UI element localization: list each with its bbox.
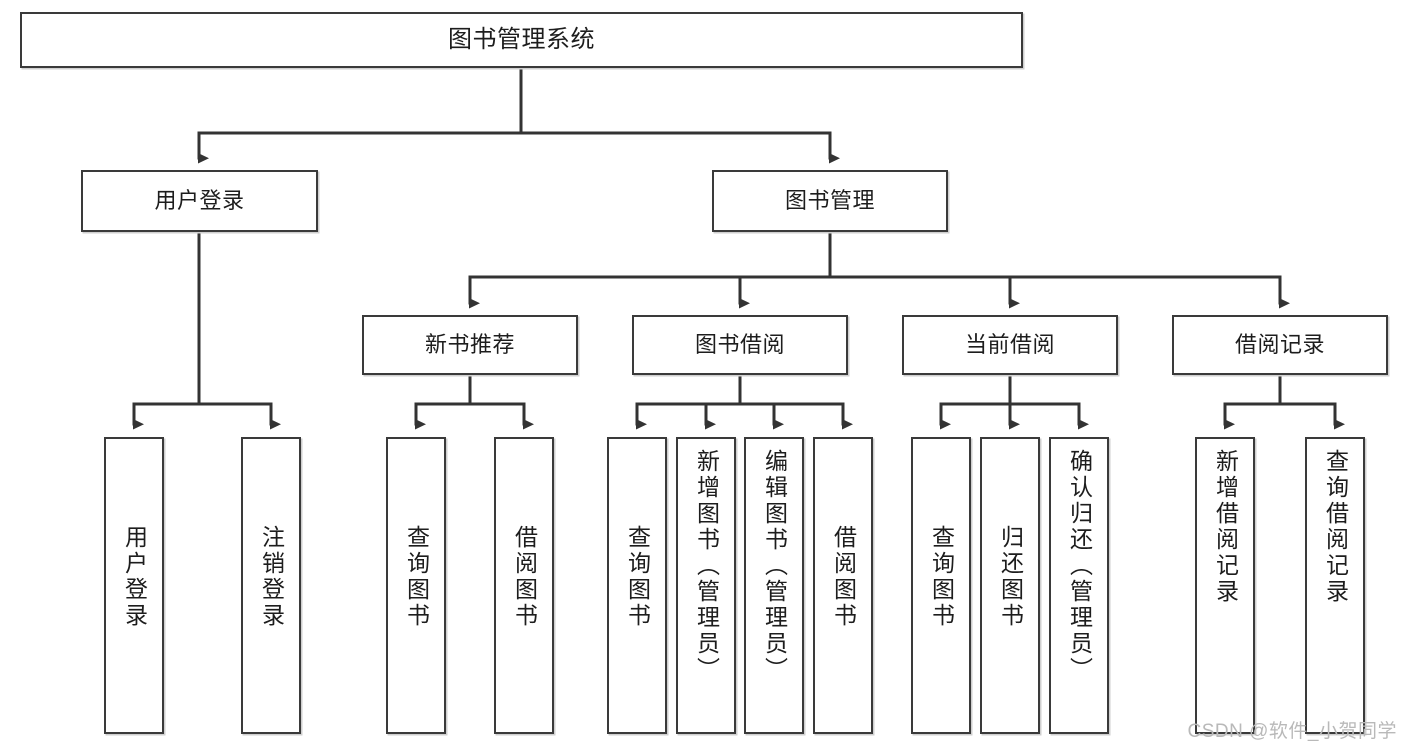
node-label: 图书管理系统 xyxy=(448,25,595,53)
node-label: 新增借阅记录 xyxy=(1212,449,1239,605)
node-label: 图书借阅 xyxy=(694,331,785,357)
node-current-borrow[interactable]: 当前借阅 xyxy=(902,315,1118,375)
node-label: 借阅记录 xyxy=(1234,331,1325,357)
node-leaf-add-book[interactable]: 新增图书（管理员） xyxy=(676,437,736,734)
node-label: 查询图书 xyxy=(624,525,651,629)
node-book-management[interactable]: 图书管理 xyxy=(712,170,948,232)
node-leaf-edit-book[interactable]: 编辑图书（管理员） xyxy=(744,437,804,734)
node-root-system[interactable]: 图书管理系统 xyxy=(20,12,1023,68)
node-leaf-confirm-return[interactable]: 确认归还（管理员） xyxy=(1049,437,1109,734)
node-label: 注销登录 xyxy=(258,525,285,629)
node-leaf-return-book[interactable]: 归还图书 xyxy=(980,437,1040,734)
csdn-watermark: CSDN @软件_小贺同学 xyxy=(1187,721,1397,742)
node-label: 查询图书 xyxy=(403,525,430,629)
node-label: 用户登录 xyxy=(154,187,245,213)
node-leaf-query-book-1[interactable]: 查询图书 xyxy=(386,437,446,734)
node-leaf-add-record[interactable]: 新增借阅记录 xyxy=(1195,437,1255,734)
node-borrow-record[interactable]: 借阅记录 xyxy=(1172,315,1388,375)
node-label: 图书管理 xyxy=(784,187,875,213)
node-leaf-query-book-3[interactable]: 查询图书 xyxy=(911,437,971,734)
node-label: 借阅图书 xyxy=(830,525,857,629)
node-label: 新增图书（管理员） xyxy=(693,449,720,683)
node-leaf-borrow-book-1[interactable]: 借阅图书 xyxy=(494,437,554,734)
node-user-login[interactable]: 用户登录 xyxy=(81,170,318,232)
node-label: 当前借阅 xyxy=(964,331,1055,357)
node-leaf-user-login[interactable]: 用户登录 xyxy=(104,437,164,734)
node-label: 查询图书 xyxy=(928,525,955,629)
node-leaf-query-book-2[interactable]: 查询图书 xyxy=(607,437,667,734)
node-label: 新书推荐 xyxy=(424,331,515,357)
node-label: 借阅图书 xyxy=(511,525,538,629)
node-leaf-user-logout[interactable]: 注销登录 xyxy=(241,437,301,734)
node-book-borrow[interactable]: 图书借阅 xyxy=(632,315,848,375)
node-label: 归还图书 xyxy=(997,525,1024,629)
node-label: 查询借阅记录 xyxy=(1322,449,1349,605)
node-label: 确认归还（管理员） xyxy=(1066,449,1093,683)
node-label: 编辑图书（管理员） xyxy=(761,449,788,683)
node-label: 用户登录 xyxy=(121,525,148,629)
node-leaf-borrow-book-2[interactable]: 借阅图书 xyxy=(813,437,873,734)
node-new-book-recommend[interactable]: 新书推荐 xyxy=(362,315,578,375)
node-leaf-query-record[interactable]: 查询借阅记录 xyxy=(1305,437,1365,734)
